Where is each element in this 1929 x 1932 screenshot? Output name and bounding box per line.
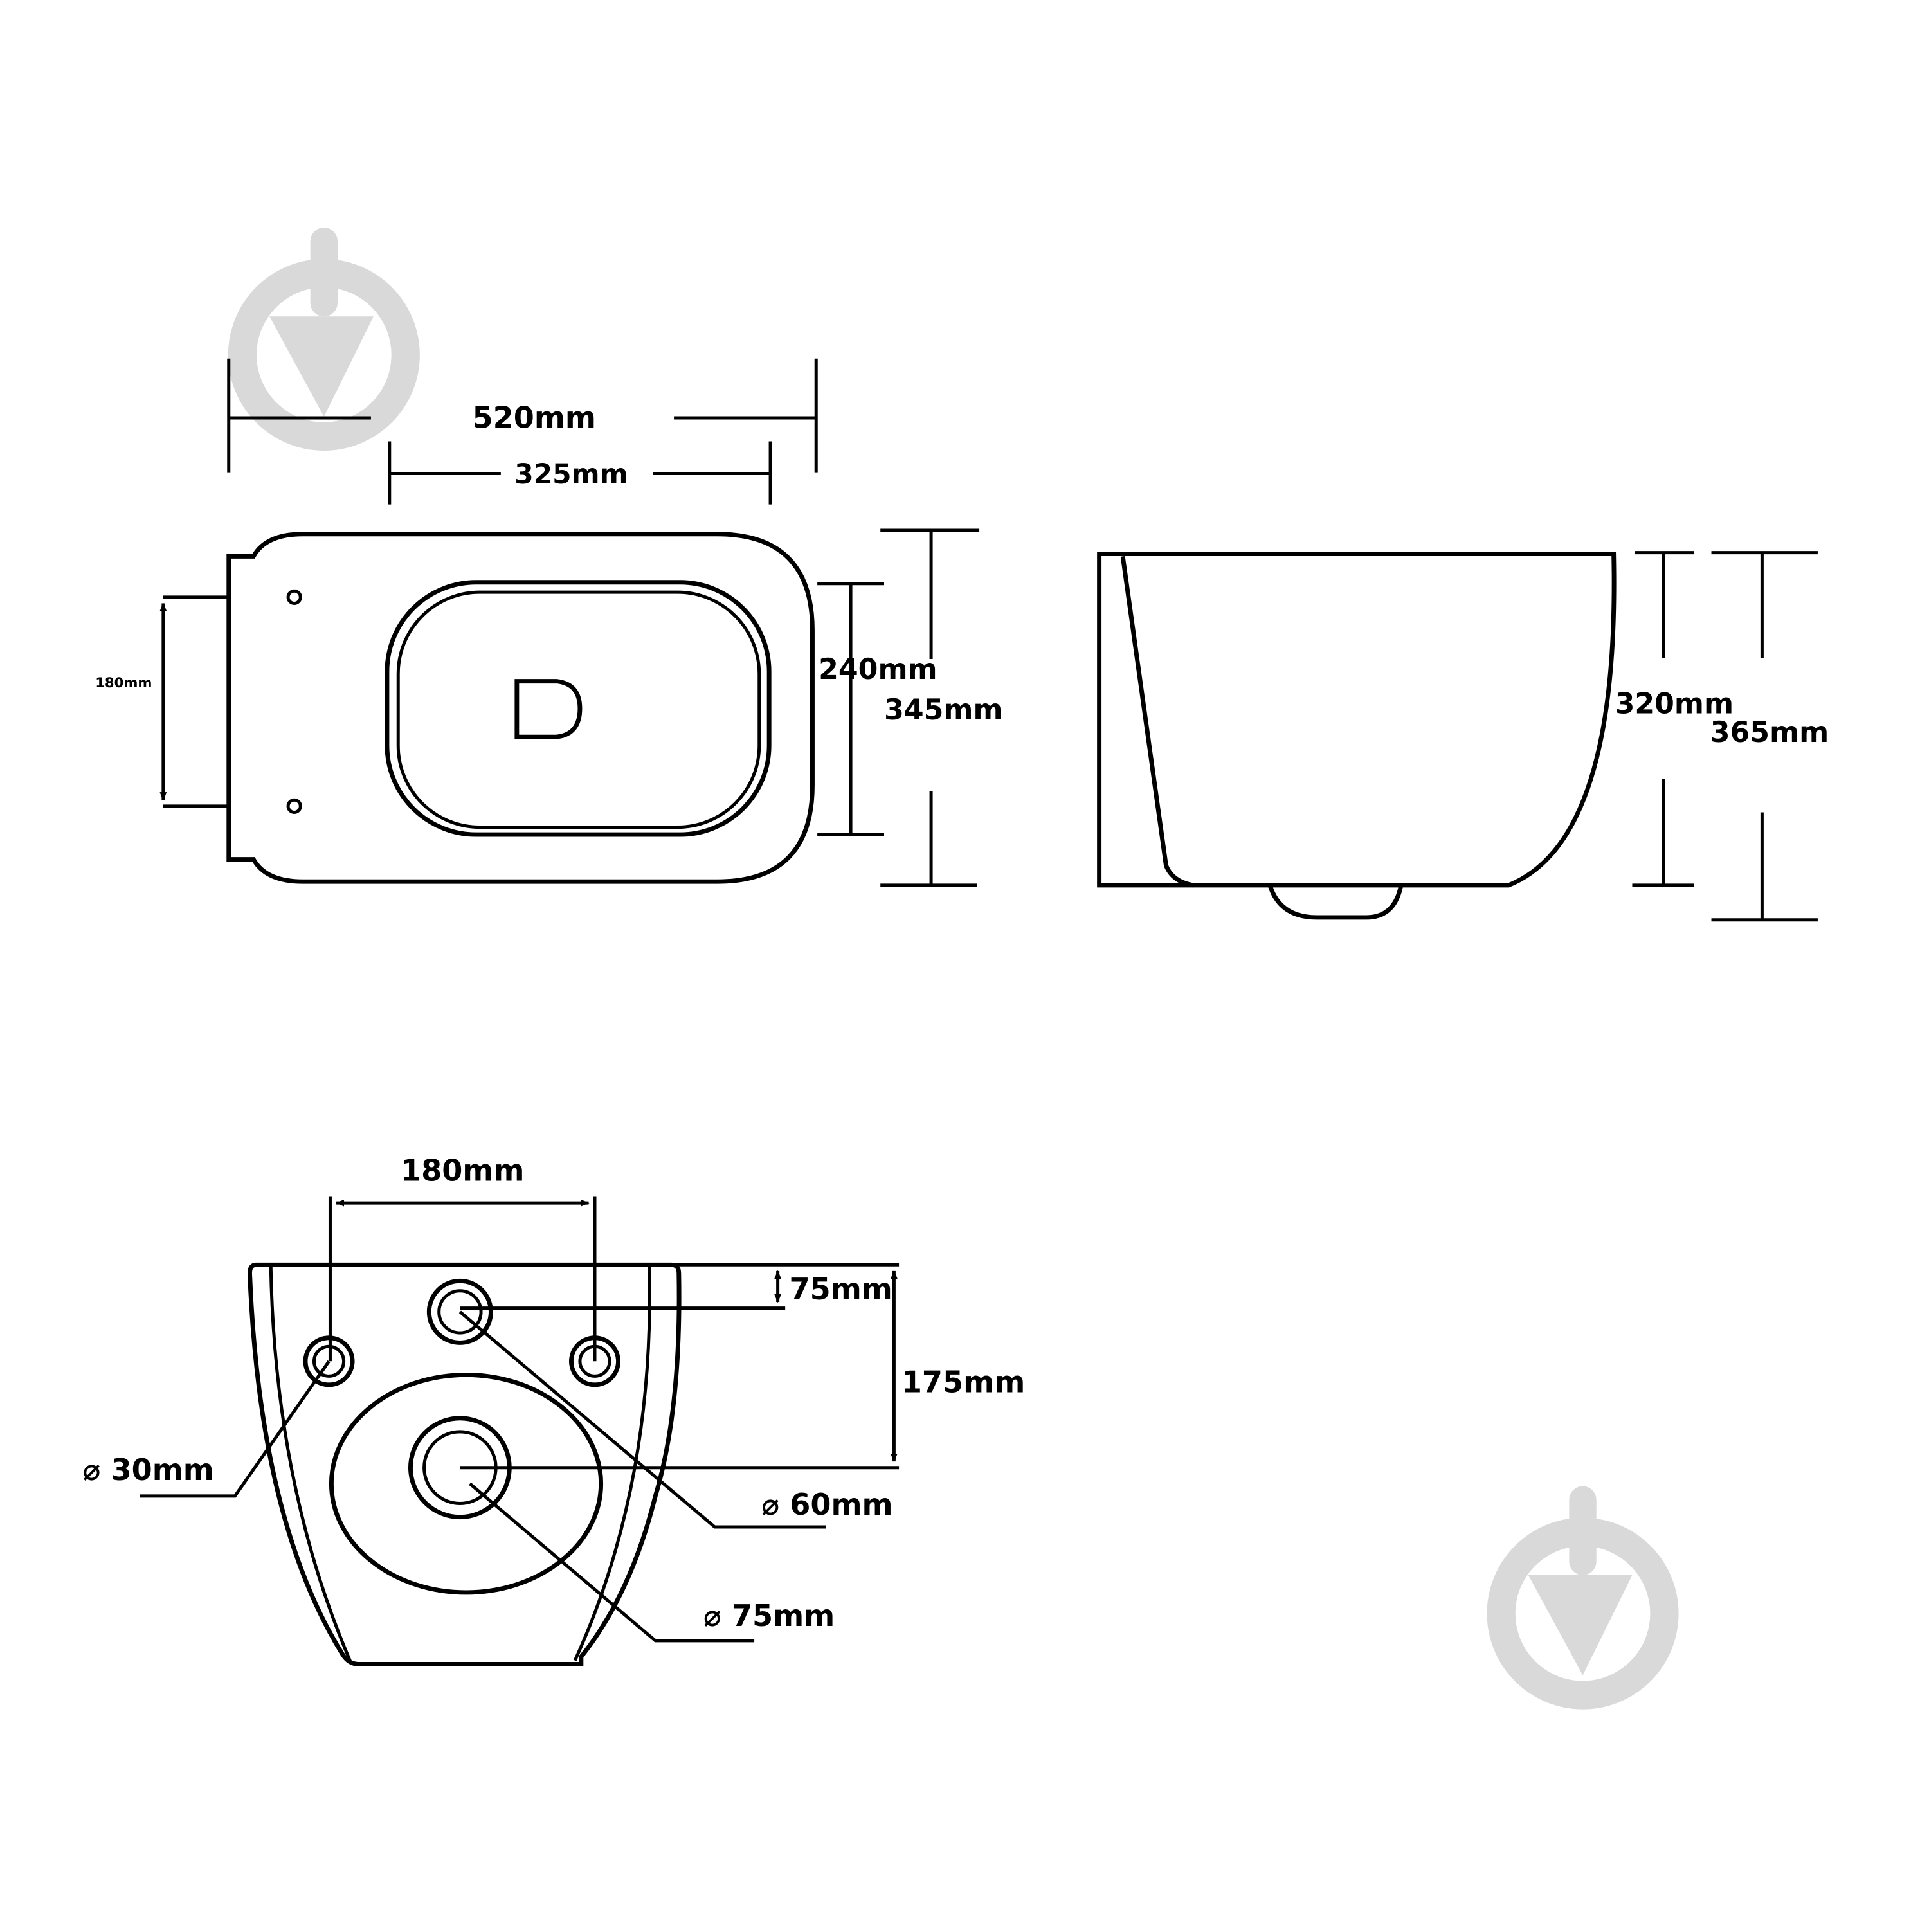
water-inlet xyxy=(426,1278,493,1345)
bowl-rim-inner xyxy=(396,590,761,829)
rear-view: 180mm 75mm 175mm ⌀ 30mm ⌀ 60mm ⌀ 75mm xyxy=(83,1153,1025,1666)
bowl-rim-outer xyxy=(385,580,772,837)
rear-opening xyxy=(329,1373,604,1595)
watermark-logo-icon xyxy=(1487,1486,1679,1710)
top-view: 520mm 325mm 180mm 240mm 345mm xyxy=(95,358,1003,887)
drain-outlet xyxy=(514,679,583,739)
mounting-hole-bottom xyxy=(286,798,302,814)
top-view-outline xyxy=(226,532,815,884)
dim-inlet-offset: 75mm xyxy=(790,1272,892,1306)
leader-inlet xyxy=(458,1310,826,1529)
dim-inner-width: 240mm xyxy=(819,653,937,686)
dim-bolt-spacing: 180mm xyxy=(401,1153,524,1188)
water-inlet-inner xyxy=(437,1289,483,1335)
dim-inlet-diameter: ⌀ 60mm xyxy=(761,1487,892,1522)
side-view-outline xyxy=(1097,552,1617,888)
dim-total-height: 365mm xyxy=(1710,716,1829,749)
dim-bracket-spacing: 180mm xyxy=(95,674,152,691)
leader-outlet xyxy=(469,1482,755,1643)
leader-bolt xyxy=(140,1360,331,1498)
side-view-outlet xyxy=(1267,884,1404,920)
dim-width: 345mm xyxy=(884,694,1002,727)
dim-outlet-offset: 175mm xyxy=(901,1364,1025,1399)
rear-view-inner-outline xyxy=(269,1265,352,1661)
watermark-logo-icon xyxy=(228,227,420,451)
dim-height: 320mm xyxy=(1615,688,1734,721)
mounting-hole-top xyxy=(286,589,302,605)
side-view: 320mm 365mm xyxy=(1097,551,1829,922)
dim-length: 520mm xyxy=(473,400,596,435)
rear-view-outer-outline xyxy=(247,1262,682,1666)
rear-view-inner-outline xyxy=(573,1265,651,1661)
dim-inner-length: 325mm xyxy=(514,458,628,490)
dim-bolt-diameter: ⌀ 30mm xyxy=(83,1452,214,1487)
side-view-back-curve xyxy=(1120,555,1194,888)
dim-outlet-diameter: ⌀ 75mm xyxy=(703,1598,835,1633)
